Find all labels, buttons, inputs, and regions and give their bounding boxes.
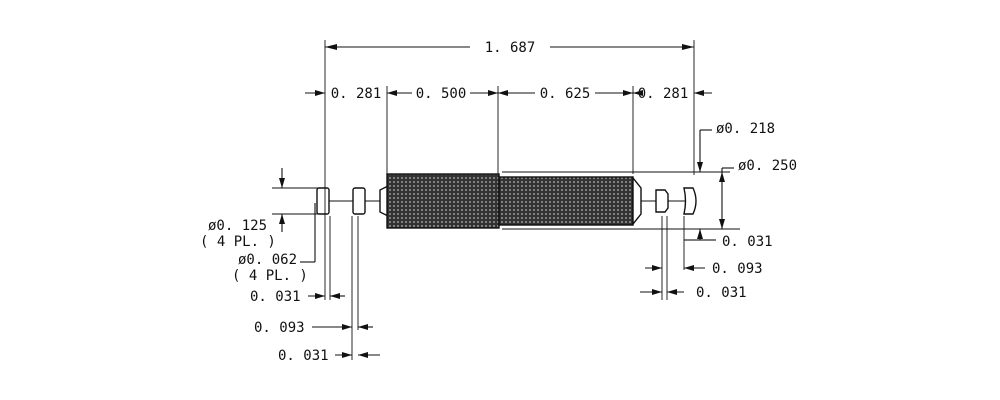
left-gap-2-label: 0. 031: [278, 348, 329, 364]
left-head-1: [316, 187, 330, 215]
pin-part: [316, 173, 697, 229]
left-pitch-label: 0. 093: [254, 320, 305, 336]
right-head-1: [655, 189, 669, 213]
right-head-2: [683, 187, 697, 215]
dia-body-label: ø0. 250: [738, 158, 797, 174]
overall-length-label: 1. 687: [485, 40, 536, 56]
seg-right-label: 0. 281: [638, 86, 689, 102]
dia-small-body-label: ø0. 218: [716, 121, 775, 137]
left-gap-1-label: 0. 031: [250, 289, 301, 305]
left-head-2: [352, 187, 366, 215]
seg-left-label: 0. 281: [331, 86, 382, 102]
right-chamfer: [632, 176, 642, 226]
dia-neck-note: ( 4 PL. ): [232, 268, 308, 284]
knurled-body-left: [386, 173, 500, 229]
dia-head-label: ø0. 125: [208, 218, 267, 234]
dimension-lines: [279, 44, 734, 358]
dia-neck-label: ø0. 062: [238, 252, 297, 268]
seg-knurl-right-label: 0. 625: [540, 86, 591, 102]
knurled-body-right: [498, 176, 634, 226]
dimension-labels: 1. 687 0. 281 0. 500 0. 625 0. 281 ø0. 2…: [200, 40, 797, 364]
dia-head-note: ( 4 PL. ): [200, 234, 276, 250]
right-gap-1-label: 0. 031: [722, 234, 773, 250]
right-pitch-label: 0. 093: [712, 261, 763, 277]
seg-knurl-left-label: 0. 500: [416, 86, 467, 102]
right-gap-2-label: 0. 031: [696, 285, 747, 301]
